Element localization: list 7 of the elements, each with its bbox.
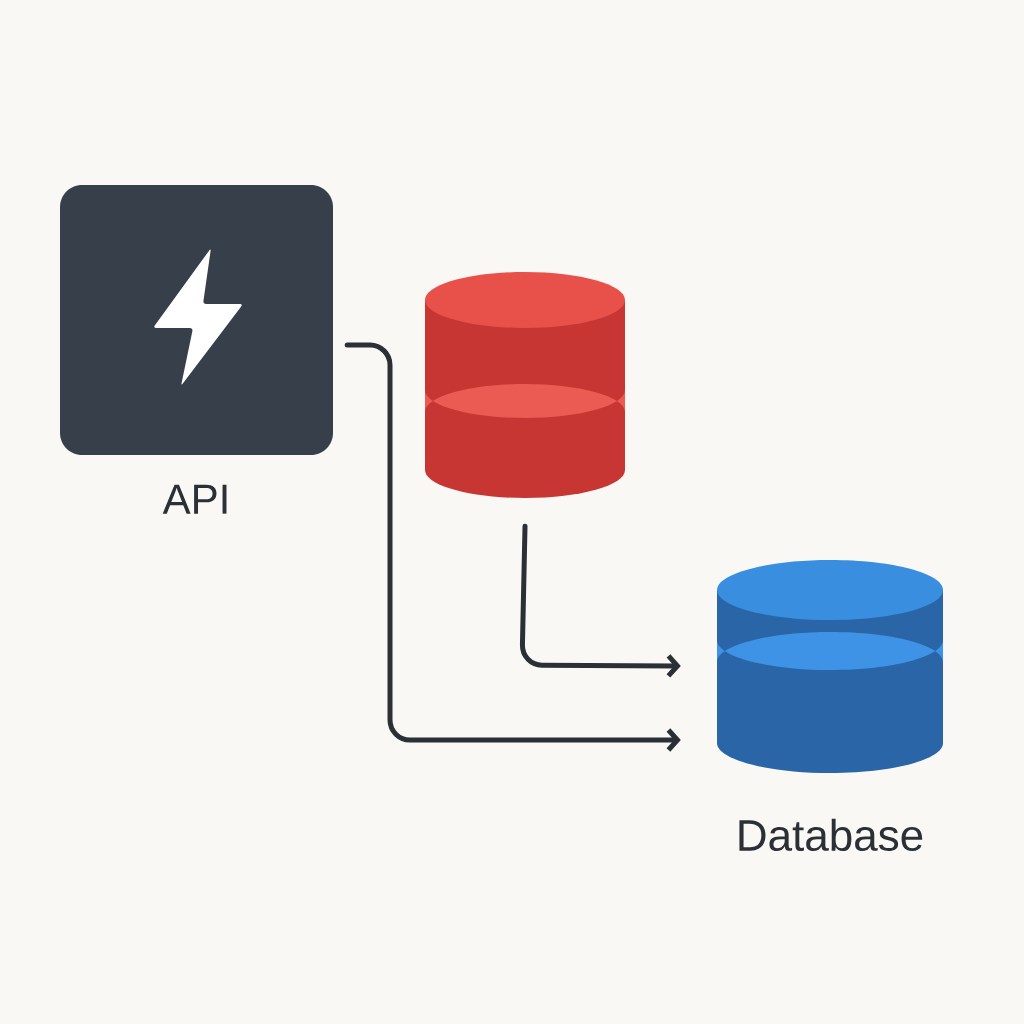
arrow	[344, 342, 681, 752]
node-label: Database	[739, 818, 923, 852]
api-box: API	[60, 185, 333, 514]
database-cylinder: Database	[717, 560, 943, 852]
arrow	[519, 523, 681, 678]
cylinder	[425, 272, 625, 498]
node-label: API	[162, 484, 227, 514]
